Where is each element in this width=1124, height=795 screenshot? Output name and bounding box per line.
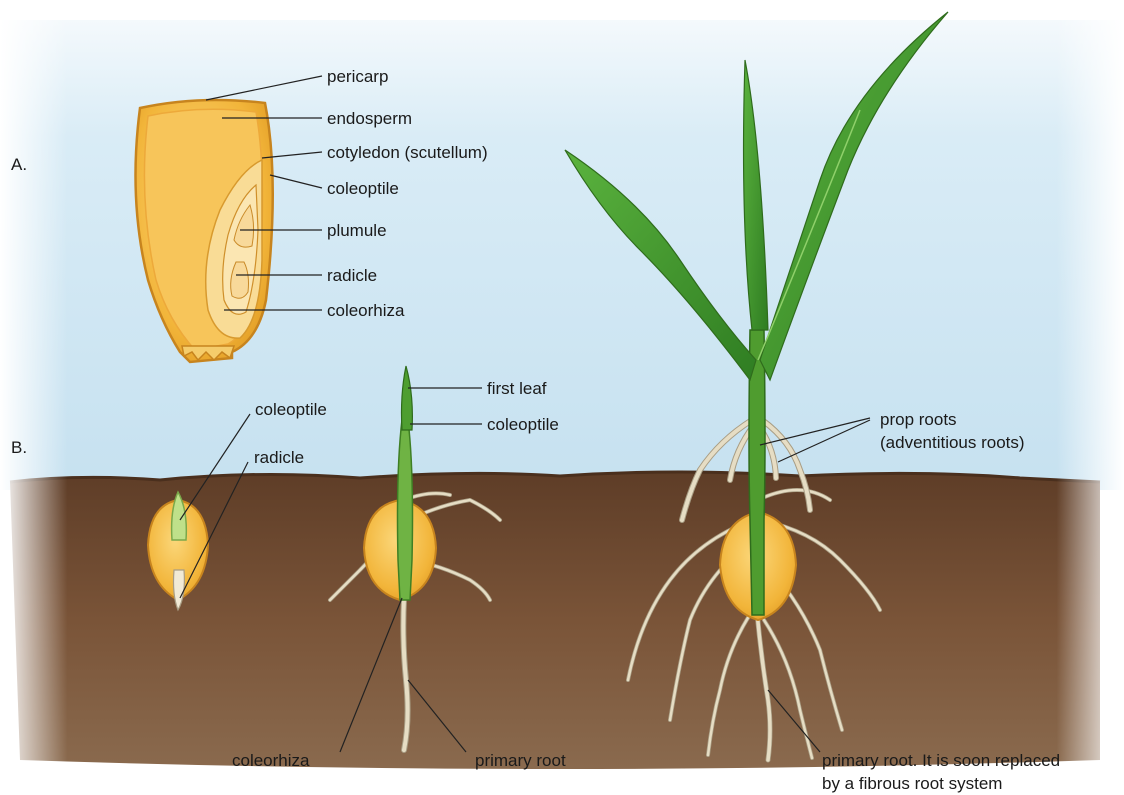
label-primary-root-stage2: primary root (475, 751, 566, 770)
label-prop-roots-line1: prop roots (880, 410, 957, 429)
label-coleoptile-stage2: coleoptile (487, 415, 559, 434)
label-endosperm: endosperm (327, 109, 412, 128)
label-pericarp: pericarp (327, 67, 388, 86)
stage2-coleoptile-sheath (398, 420, 413, 600)
label-coleorhiza-kernel: coleorhiza (327, 301, 405, 320)
label-prop-roots-line2: (adventitious roots) (880, 433, 1025, 452)
kernel-radicle (231, 262, 249, 298)
label-cotyledon: cotyledon (scutellum) (327, 143, 488, 162)
label-coleorhiza-stage2: coleorhiza (232, 751, 310, 770)
label-first-leaf: first leaf (487, 379, 547, 398)
label-primary-root-stage3-line1: primary root. It is soon replaced (822, 751, 1060, 770)
label-radicle-kernel: radicle (327, 266, 377, 285)
label-coleoptile-stage1: coleoptile (255, 400, 327, 419)
label-coleoptile-kernel: coleoptile (327, 179, 399, 198)
section-b-label: B. (11, 438, 27, 457)
label-plumule: plumule (327, 221, 387, 240)
label-primary-root-stage3-line2: by a fibrous root system (822, 774, 1002, 793)
section-a-label: A. (11, 155, 27, 174)
label-radicle-stage1: radicle (254, 448, 304, 467)
